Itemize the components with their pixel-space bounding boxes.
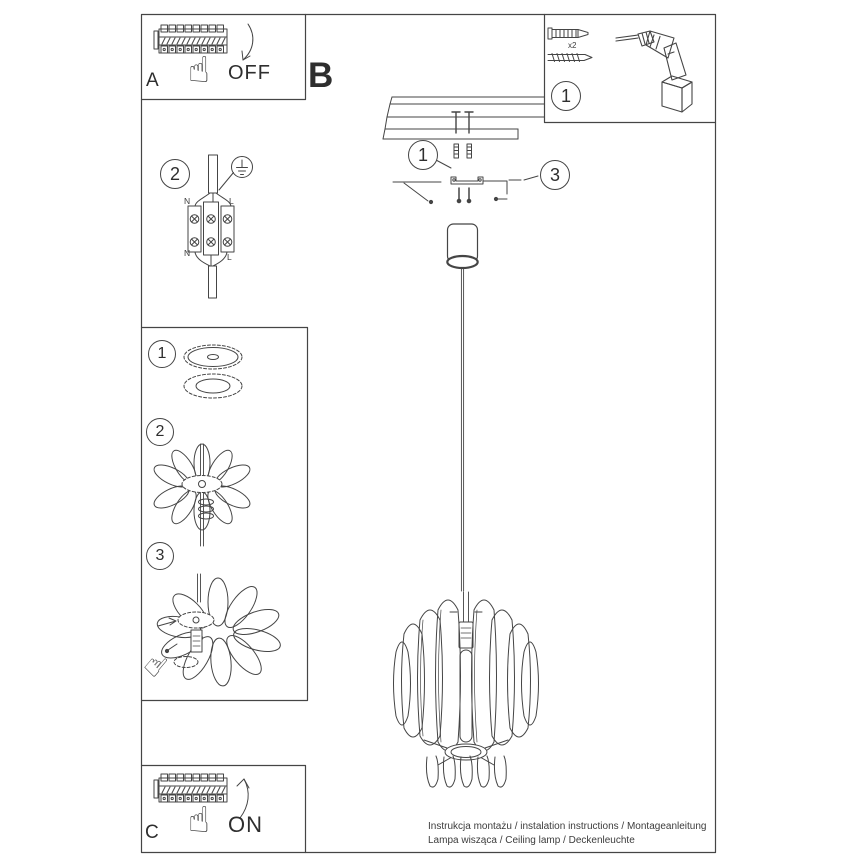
frame-lines — [140, 13, 717, 854]
pendant-lamp-illustration — [393, 223, 539, 788]
dowel-pair — [453, 143, 472, 159]
assembly-step2-badge: 2 — [146, 418, 174, 446]
terminal-label-l-bottom: L — [227, 252, 232, 262]
parts-step-badge: 1 — [551, 81, 581, 111]
section-b-label: B — [308, 56, 334, 95]
footer-line-1: Instrukcja montażu / instalation instruc… — [428, 821, 707, 832]
wall-plug-icon — [547, 27, 589, 40]
wiring-illustration — [187, 154, 253, 299]
footer-text: Instrukcja montażu / instalation instruc… — [428, 820, 707, 847]
wiring-step-badge: 2 — [160, 159, 190, 189]
bracket-illustration — [392, 175, 539, 205]
terminal-label-n-bottom: N — [184, 248, 191, 258]
screw-quantity-label: x2 — [568, 41, 577, 50]
panel-a-off-label: OFF — [228, 62, 271, 84]
terminal-label-n-top: N — [184, 196, 191, 206]
ceiling-illustration — [382, 96, 545, 169]
dowel-callout-badge: 1 — [408, 140, 438, 170]
bracket-callout-badge: 3 — [540, 160, 570, 190]
assembly-step1-badge: 1 — [148, 340, 176, 368]
panel-a-label: A — [146, 70, 159, 91]
hand-icon: ☝ — [188, 800, 210, 841]
assembly-step3-badge: 3 — [146, 542, 174, 570]
fusebox-on-illustration — [153, 773, 250, 819]
ground-symbol-icon — [218, 156, 253, 191]
step2-shade-assembly-illustration — [153, 443, 251, 547]
terminal-label-l-top: L — [229, 196, 234, 206]
terminal-screws — [189, 214, 233, 247]
drill-icon — [615, 30, 693, 113]
panel-c-label: C — [145, 822, 159, 843]
hand-icon: ☝ — [188, 50, 210, 91]
fusebox-off-illustration — [153, 23, 254, 61]
step3-shade-clip-illustration — [156, 573, 281, 687]
footer-line-2: Lampa wisząca / Ceiling lamp / Deckenleu… — [428, 834, 635, 846]
parts-illustration — [547, 27, 693, 113]
screw-icon — [547, 53, 593, 62]
step1-discs-illustration — [183, 344, 243, 399]
panel-c-on-label: ON — [228, 812, 263, 837]
